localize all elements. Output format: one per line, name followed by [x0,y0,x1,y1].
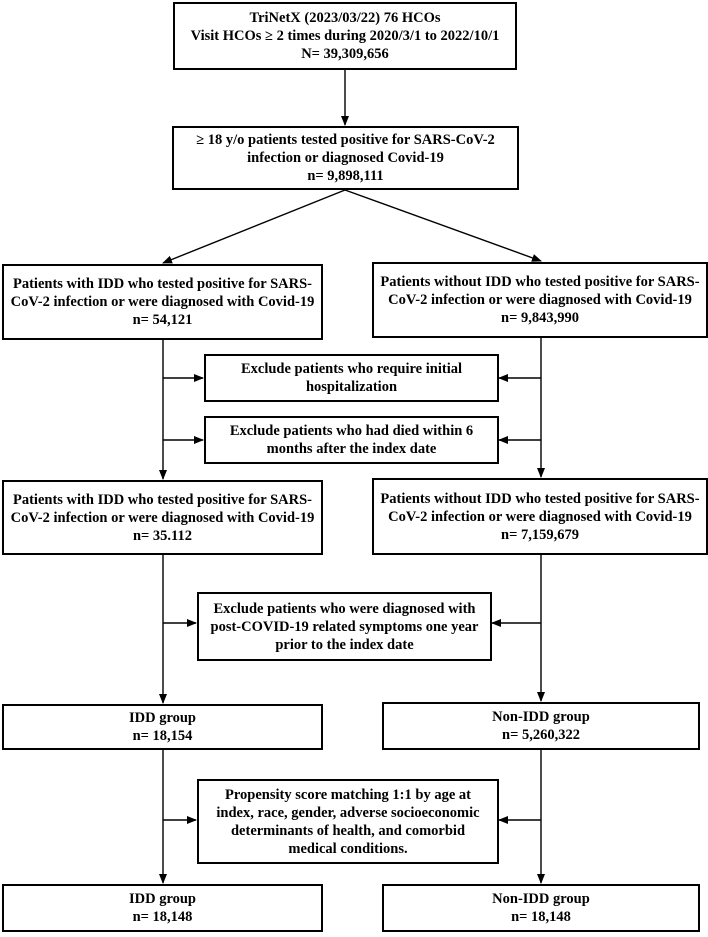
non-idd-initial-box: Patients without IDD who tested positive… [372,262,708,338]
non-idd-initial-line1: Patients without IDD who tested positive… [380,274,700,290]
adults-line1: ≥ 18 y/o patients tested positive for SA… [196,132,495,148]
non-idd-after-exclusion-count: n= 7,159,679 [501,526,579,543]
idd-after-exclusion-line2: CoV-2 infection or were diagnosed with C… [10,509,315,526]
arrow-adults-to-non-idd [344,189,542,262]
idd-after-exclusion-box: Patients with IDD who tested positive fo… [2,480,323,555]
idd-matched-box: IDD group n= 18,148 [2,884,323,932]
idd-after-exclusion-line1: Patients with IDD who tested positive fo… [13,491,312,508]
source-count: N= 39,309,656 [301,46,389,62]
idd-group-box: IDD group n= 18,154 [2,704,323,750]
source-box: TriNetX (2023/03/22) 76 HCOs Visit HCOs … [173,2,517,70]
idd-initial-box: Patients with IDD who tested positive fo… [2,264,323,340]
idd-after-exclusion-count: n= 35.112 [132,527,193,544]
exclude-died-box: Exclude patients who had died within 6 m… [204,416,499,464]
exclude-post-covid-line3: prior to the index date [275,636,414,653]
idd-initial-line1: Patients with IDD who tested positive fo… [13,276,312,292]
non-idd-after-exclusion-line1: Patients without IDD who tested positive… [380,490,700,507]
idd-matched-count: n= 18,148 [132,909,193,925]
source-line1: TriNetX (2023/03/22) 76 HCOs [249,10,441,26]
idd-group-label: IDD group [128,710,196,726]
propensity-line1: Propensity score matching 1:1 by age at [225,786,471,803]
idd-initial-count: n= 54,121 [132,312,193,328]
idd-group-count: n= 18,154 [132,728,193,744]
arrow-adults-to-idd [162,189,346,264]
adults-count: n= 9,898,111 [307,168,384,184]
exclude-post-covid-box: Exclude patients who were diagnosed with… [197,592,492,661]
adults-box: ≥ 18 y/o patients tested positive for SA… [172,126,519,190]
exclude-post-covid-line1: Exclude patients who were diagnosed with [213,600,476,617]
exclude-post-covid-line2: post-COVID-19 related symptoms one year [210,618,479,635]
non-idd-initial-line2: CoV-2 infection or were diagnosed with C… [388,292,692,308]
exclude-hospitalization-line1: Exclude patients who require initial [240,361,462,377]
idd-matched-label: IDD group [128,891,196,907]
non-idd-initial-count: n= 9,843,990 [501,310,579,326]
non-idd-group-box: Non-IDD group n= 5,260,322 [382,702,700,750]
non-idd-after-exclusion-line2: CoV-2 infection or were diagnosed with C… [388,508,692,525]
exclude-died-line2: months after the index date [266,441,437,457]
idd-initial-line2: CoV-2 infection or were diagnosed with C… [10,294,315,310]
source-line2: Visit HCOs ≥ 2 times during 2020/3/1 to … [190,28,500,44]
non-idd-matched-count: n= 18,148 [511,909,571,925]
non-idd-group-label: Non-IDD group [492,709,590,725]
non-idd-matched-box: Non-IDD group n= 18,148 [382,884,700,932]
exclude-hospitalization-line2: hospitalization [305,379,398,395]
non-idd-after-exclusion-box: Patients without IDD who tested positive… [372,478,708,555]
propensity-line3: determinants of health, and comorbid [230,822,466,839]
propensity-line2: index, race, gender, adverse socioeconom… [216,804,480,821]
adults-line2: infection or diagnosed Covid-19 [247,150,444,166]
exclude-hospitalization-box: Exclude patients who require initial hos… [204,354,499,402]
propensity-box: Propensity score matching 1:1 by age at … [197,779,499,864]
exclude-died-line1: Exclude patients who had died within 6 [229,423,474,439]
non-idd-matched-label: Non-IDD group [492,891,590,907]
non-idd-group-count: n= 5,260,322 [502,727,580,743]
propensity-line4: medical conditions. [288,840,408,857]
